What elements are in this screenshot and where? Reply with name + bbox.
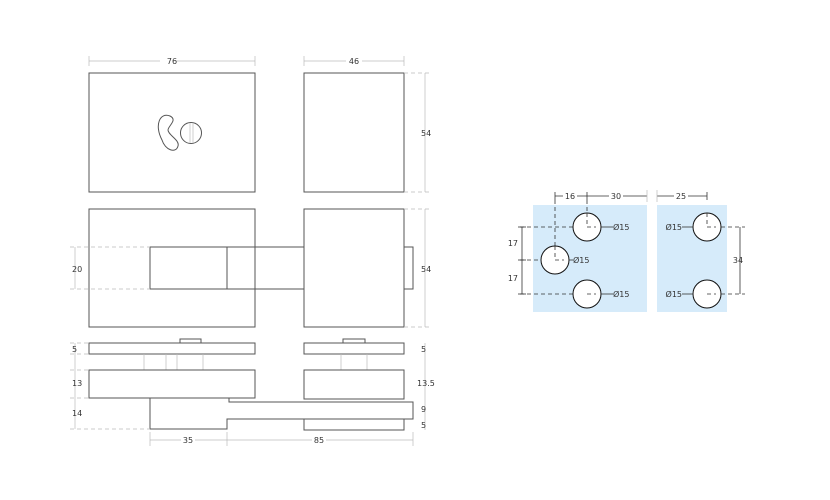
dim-25: 25	[676, 192, 686, 201]
hole-label-middle: Ø15	[573, 255, 589, 265]
dim-85: 85	[314, 436, 324, 445]
dim-54-top: 54	[421, 129, 431, 138]
dim-35: 35	[183, 436, 193, 445]
dim-17-b: 17	[508, 274, 518, 283]
hole-label-bottom: Ø15	[613, 289, 629, 299]
dim-14: 14	[72, 409, 82, 418]
hole-label-top: Ø15	[613, 222, 629, 232]
side-view: 5 13 14 5 13.5 9 5 35 85	[70, 338, 435, 446]
dim-54-front: 54	[421, 265, 431, 274]
top-view: 76 46 54	[88, 56, 431, 193]
dim-17-a: 17	[508, 239, 518, 248]
dim-20: 20	[72, 265, 82, 274]
dim-13-5: 13.5	[417, 379, 435, 388]
kidney-slot	[157, 114, 179, 151]
top-left-body	[88, 72, 256, 193]
hole-label-right-bottom: Ø15	[666, 289, 682, 299]
dim-46: 46	[349, 57, 359, 66]
dim-76: 76	[167, 57, 177, 66]
dim-30: 30	[611, 192, 621, 201]
dim-13: 13	[72, 379, 82, 388]
top-right-body	[303, 72, 405, 193]
dim-34: 34	[733, 256, 743, 265]
dim-5-right: 5	[421, 345, 426, 354]
dim-5-left: 5	[72, 345, 77, 354]
screw-head	[180, 122, 202, 144]
dim-9: 9	[421, 405, 426, 414]
dim-5-lower: 5	[421, 421, 426, 430]
glass-drilling-diagram: 16 30 25 17 17 34 Ø15 Ø15 Ø15 Ø15 Ø15	[508, 190, 745, 312]
front-view: 20 54	[70, 208, 431, 328]
dim-16: 16	[565, 192, 575, 201]
hole-label-right-top: Ø15	[666, 222, 682, 232]
